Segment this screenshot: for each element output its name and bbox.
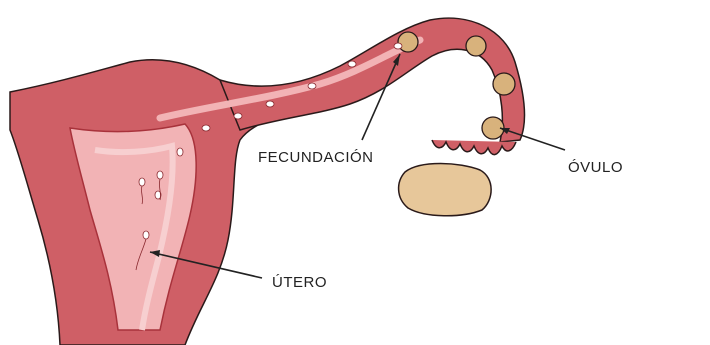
sperm-cell (234, 113, 242, 119)
sperm-cell (266, 101, 274, 107)
label-ovulo: ÓVULO (568, 159, 623, 176)
fertilized-ovum (398, 32, 418, 52)
sperm-cell (202, 125, 210, 131)
ovum (466, 36, 486, 56)
label-fecundacion: FECUNDACIÓN (258, 149, 374, 166)
sperm-cell (139, 178, 145, 186)
sperm-cell (177, 148, 183, 156)
sperm-cell (348, 61, 356, 67)
label-utero: ÚTERO (272, 274, 327, 291)
sperm-cell (143, 231, 149, 239)
ovum (493, 73, 515, 95)
sperm-cell (157, 171, 163, 179)
fimbriae (432, 140, 516, 155)
sperm-cell (394, 43, 402, 49)
ovary (399, 164, 492, 216)
sperm-cell (308, 83, 316, 89)
